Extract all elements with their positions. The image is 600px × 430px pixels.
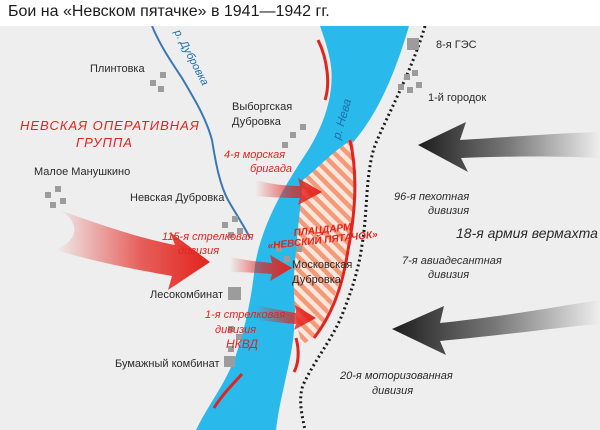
div96-label: 96-я пехотная <box>394 191 469 203</box>
div1-label-2: дивизия <box>215 324 256 336</box>
black-arrow-top <box>418 122 600 172</box>
place-labels: Плинтовка Выборгская Дубровка 8-я ГЭС 1-… <box>34 39 486 370</box>
place-nevskaya-dubrovka: Невская Дубровка <box>130 192 225 204</box>
place-moskovskaya-2: Дубровка <box>292 274 342 286</box>
settlement-block <box>228 287 241 300</box>
soviet-front-lines <box>212 39 357 409</box>
div7-label-2: дивизия <box>428 269 469 281</box>
dubrovka-stream <box>151 25 251 239</box>
settlement-block <box>407 38 419 50</box>
soviet-attack-arrows <box>55 178 322 330</box>
red-arrow-large <box>55 210 210 290</box>
marine-brigade-label-2: бригада <box>250 163 292 175</box>
page-title: Бои на «Невском пятачке» в 1941—1942 гг. <box>8 3 330 20</box>
place-vyborgskaya: Выборгская <box>232 101 292 113</box>
title-bar: Бои на «Невском пятачке» в 1941—1942 гг. <box>0 0 600 26</box>
german-attack-arrows <box>392 122 600 355</box>
place-gorodok: 1-й городок <box>428 92 486 104</box>
front-line-bridgehead <box>312 139 357 339</box>
front-line-north <box>316 39 330 101</box>
place-lesokombinat: Лесокомбинат <box>150 289 223 301</box>
div115-label-2: дивизия <box>178 245 219 257</box>
front-line-bottom <box>212 372 244 409</box>
marine-brigade-label: 4-я морская <box>224 149 285 161</box>
div1-label: 1-я стрелковая <box>205 309 285 321</box>
group-label: НЕВСКАЯ ОПЕРАТИВНАЯ <box>20 118 200 133</box>
div20-label: 20-я моторизованная <box>339 370 453 382</box>
red-arrow-1st <box>256 305 316 330</box>
place-malo-manushkino: Малое Манушкино <box>34 166 130 178</box>
red-arrow-marine <box>255 178 322 205</box>
settlement-block <box>224 356 235 367</box>
soviet-labels: НЕВСКАЯ ОПЕРАТИВНАЯ ГРУППА 4-я морская б… <box>20 118 292 351</box>
place-ges: 8-я ГЭС <box>436 39 477 51</box>
place-vyborgskaya-2: Дубровка <box>232 116 282 128</box>
german-labels: 18-я армия вермахта 96-я пехотная дивизи… <box>339 191 598 397</box>
front-line-south <box>292 337 300 373</box>
div20-label-2: дивизия <box>372 385 413 397</box>
black-arrow-bottom <box>392 300 600 355</box>
settlements <box>45 38 422 367</box>
place-paper-mill: Бумажный комбинат <box>115 358 220 370</box>
place-moskovskaya: Московская <box>292 259 352 271</box>
red-arrow-115 <box>230 255 292 281</box>
div115-label: 115-я стрелковая <box>162 231 254 243</box>
div96-label-2: дивизия <box>428 205 469 217</box>
div1-label-3: НКВД <box>226 337 258 351</box>
div7-label: 7-я авиадесантная <box>402 255 502 267</box>
place-plintovka: Плинтовка <box>90 63 145 75</box>
group-label-2: ГРУППА <box>76 135 133 150</box>
army-18-label: 18-я армия вермахта <box>456 225 598 241</box>
